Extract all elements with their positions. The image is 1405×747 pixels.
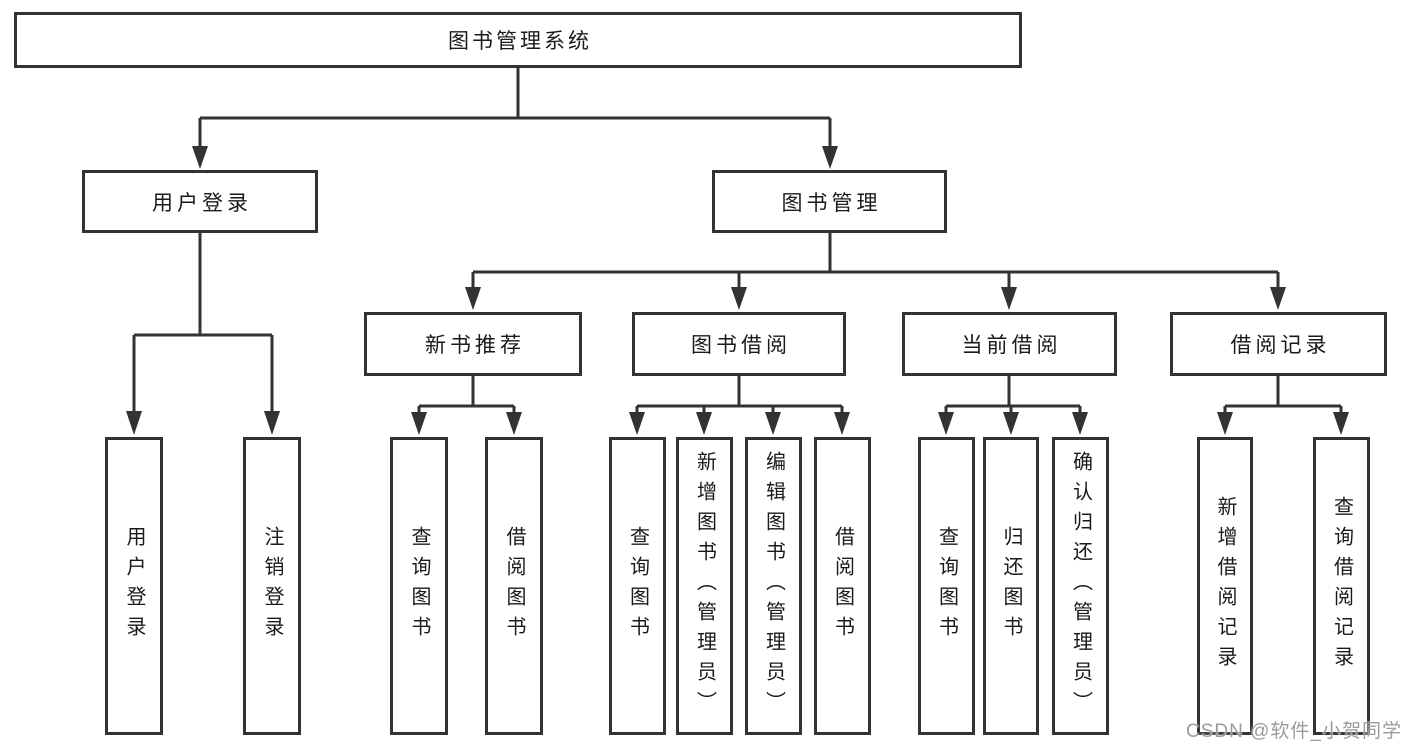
leaf-return-book: 归还图书	[983, 437, 1039, 735]
leaf-query-books-recommend-label: 查询图书	[408, 526, 430, 646]
leaf-query-borrow-record-label: 查询借阅记录	[1330, 496, 1353, 676]
node-book-management: 图书管理	[712, 170, 947, 233]
node-user-login: 用户登录	[82, 170, 318, 233]
connector-bookborrow-to-leaves	[635, 376, 844, 414]
leaf-borrow-book: 借阅图书	[814, 437, 871, 735]
leaf-borrow-book-label: 借阅图书	[831, 526, 854, 646]
leaf-user-login: 用户登录	[105, 437, 163, 735]
arrowheads-currentborrow-leaves	[938, 412, 1088, 435]
arrowheads-level2	[192, 146, 838, 169]
leaf-query-borrow-record: 查询借阅记录	[1313, 437, 1370, 735]
connector-userlogin-to-leaves	[132, 233, 274, 414]
arrowheads-borrowrecords-leaves	[1217, 412, 1349, 435]
leaf-logout: 注销登录	[243, 437, 301, 735]
node-book-borrowing: 图书借阅	[632, 312, 846, 376]
connector-newbookrec-to-leaves	[417, 376, 516, 414]
node-borrowing-records: 借阅记录	[1170, 312, 1387, 376]
leaf-edit-book-admin: 编辑图书（管理员）	[745, 437, 802, 735]
arrowheads-newbookrec-leaves	[411, 412, 522, 435]
leaf-logout-label: 注销登录	[261, 526, 283, 646]
leaf-query-books-borrow-label: 查询图书	[626, 526, 649, 646]
node-new-book-recommendation: 新书推荐	[364, 312, 582, 376]
node-library-management-system: 图书管理系统	[14, 12, 1022, 68]
node-current-borrowing: 当前借阅	[902, 312, 1117, 376]
leaf-user-login-label: 用户登录	[123, 526, 145, 646]
connector-borrowrecords-to-leaves	[1223, 376, 1343, 414]
connector-root-to-level2	[198, 68, 832, 150]
leaf-edit-book-admin-label: 编辑图书（管理员）	[762, 451, 785, 721]
arrowheads-bookborrow-leaves	[629, 412, 850, 435]
leaf-confirm-return-admin-label: 确认归还（管理员）	[1069, 451, 1092, 721]
leaf-query-books-recommend: 查询图书	[390, 437, 448, 735]
arrowheads-level3	[465, 287, 1286, 310]
csdn-watermark: CSDN @软件_小贺同学	[1186, 721, 1402, 742]
leaf-return-book-label: 归还图书	[1000, 526, 1022, 646]
leaf-add-book-admin-label: 新增图书（管理员）	[693, 451, 716, 721]
leaf-query-books-current: 查询图书	[918, 437, 975, 735]
leaf-query-books-borrow: 查询图书	[609, 437, 666, 735]
connector-bookmgmt-to-level3	[471, 233, 1280, 289]
leaf-borrow-books-recommend-label: 借阅图书	[503, 526, 525, 646]
leaf-add-book-admin: 新增图书（管理员）	[676, 437, 733, 735]
leaf-add-borrow-record: 新增借阅记录	[1197, 437, 1253, 735]
connector-currentborrow-to-leaves	[944, 376, 1082, 414]
leaf-query-books-current-label: 查询图书	[935, 526, 958, 646]
leaf-confirm-return-admin: 确认归还（管理员）	[1052, 437, 1109, 735]
arrowheads-userlogin-leaves	[126, 411, 280, 435]
leaf-add-borrow-record-label: 新增借阅记录	[1214, 496, 1236, 676]
leaf-borrow-books-recommend: 借阅图书	[485, 437, 543, 735]
